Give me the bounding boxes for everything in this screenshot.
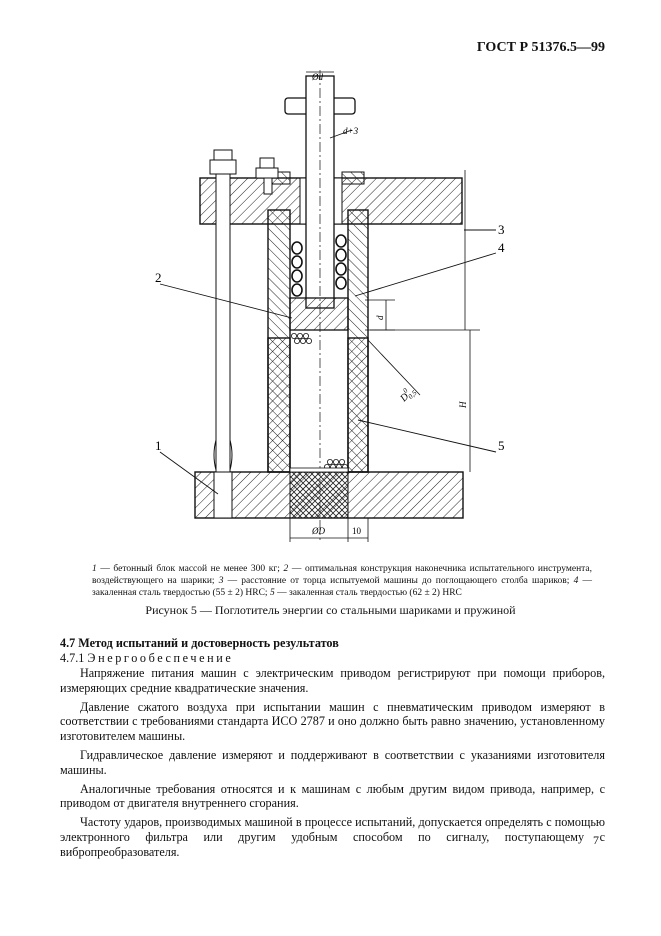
document-header: ГОСТ Р 51376.5—99 [476,40,605,55]
callout-5: 5 [498,438,505,453]
subsection-heading: 4.7.1 Энергообеспечение [60,651,234,665]
section-body: Напряжение питания машин с электрическим… [60,666,605,860]
callout-1: 1 [155,438,162,453]
label-D-dim: D00,5 [396,383,419,406]
leader-lines [159,229,497,495]
figure-title: Рисунок 5 — Поглотитель энергии со сталь… [145,603,516,617]
paragraph: Частоту ударов, производимых машиной в п… [60,815,605,859]
tie-rod [209,149,279,519]
callout-3: 3 [498,222,505,237]
label-H: H [458,401,468,409]
page-number: 7 [593,833,599,847]
label-ten: 10 [352,526,362,536]
energy-absorber-drawing: Ød d+3 d H ØD 10 D00,5 2 1 3 4 5 [155,70,505,542]
paragraph: Напряжение питания машин с электрическим… [60,666,605,695]
dimensions [289,71,480,542]
callout-2: 2 [155,270,162,285]
paragraph: Гидравлическое давление измеряют и подде… [60,747,605,777]
concrete-block [194,471,464,519]
label-phi-D: ØD [311,526,325,536]
label-phi-d: Ød [311,72,323,82]
spring [291,234,347,297]
figure-legend: 1 — бетонный блок массой не менее 300 кг… [92,564,593,598]
tool-tip [284,70,356,540]
label-d-plus-3: d+3 [343,126,359,136]
label-d: d [375,315,385,320]
steel-balls [289,332,349,473]
section-heading: 4.7 Метод испытаний и достоверность резу… [60,636,339,650]
callout-4: 4 [498,240,505,255]
paragraph: Давление сжатого воздуха при испытании м… [60,699,605,744]
paragraph: Аналогичные требования относятся и к маш… [60,781,605,811]
outer-sleeve [267,209,369,473]
